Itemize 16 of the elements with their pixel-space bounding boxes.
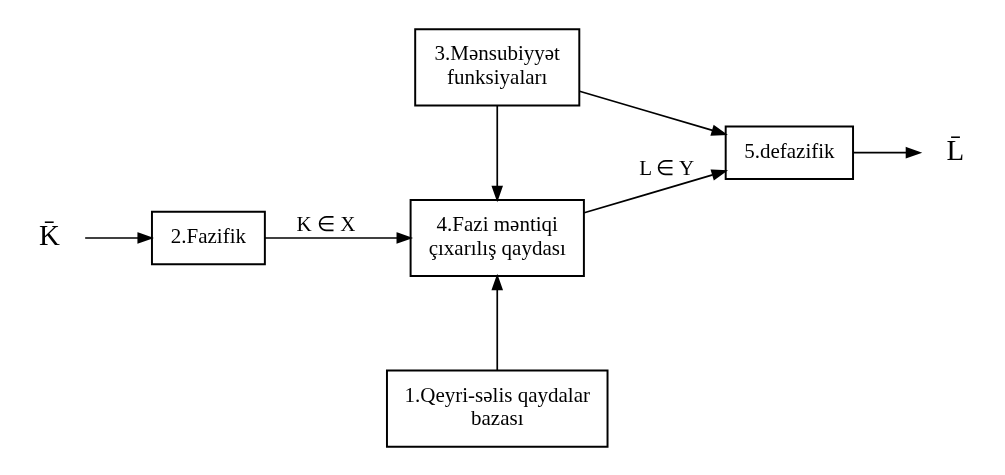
arrow — [852, 146, 923, 158]
edge-label: L ∈ Y — [639, 155, 695, 180]
node-box: 1.Qeyri-səlis qaydalar bazası — [386, 369, 609, 448]
node-box: 2.Fazifik — [150, 210, 266, 265]
arrow — [491, 273, 504, 371]
node-box: 4.Fazi məntiqi çıxarılış qaydası — [409, 198, 585, 277]
arrow — [583, 168, 729, 214]
node-text: K̄ — [39, 218, 60, 251]
node-box: 5.defazifik — [724, 124, 855, 180]
arrow — [264, 231, 414, 244]
node-text: L̄ — [946, 133, 965, 166]
arrow — [491, 104, 504, 202]
arrow — [84, 231, 154, 244]
edge-label: K ∈ X — [296, 211, 356, 236]
node-box: 3.Mənsubiyyət funksiyaları — [414, 27, 581, 106]
arrow — [578, 89, 728, 136]
